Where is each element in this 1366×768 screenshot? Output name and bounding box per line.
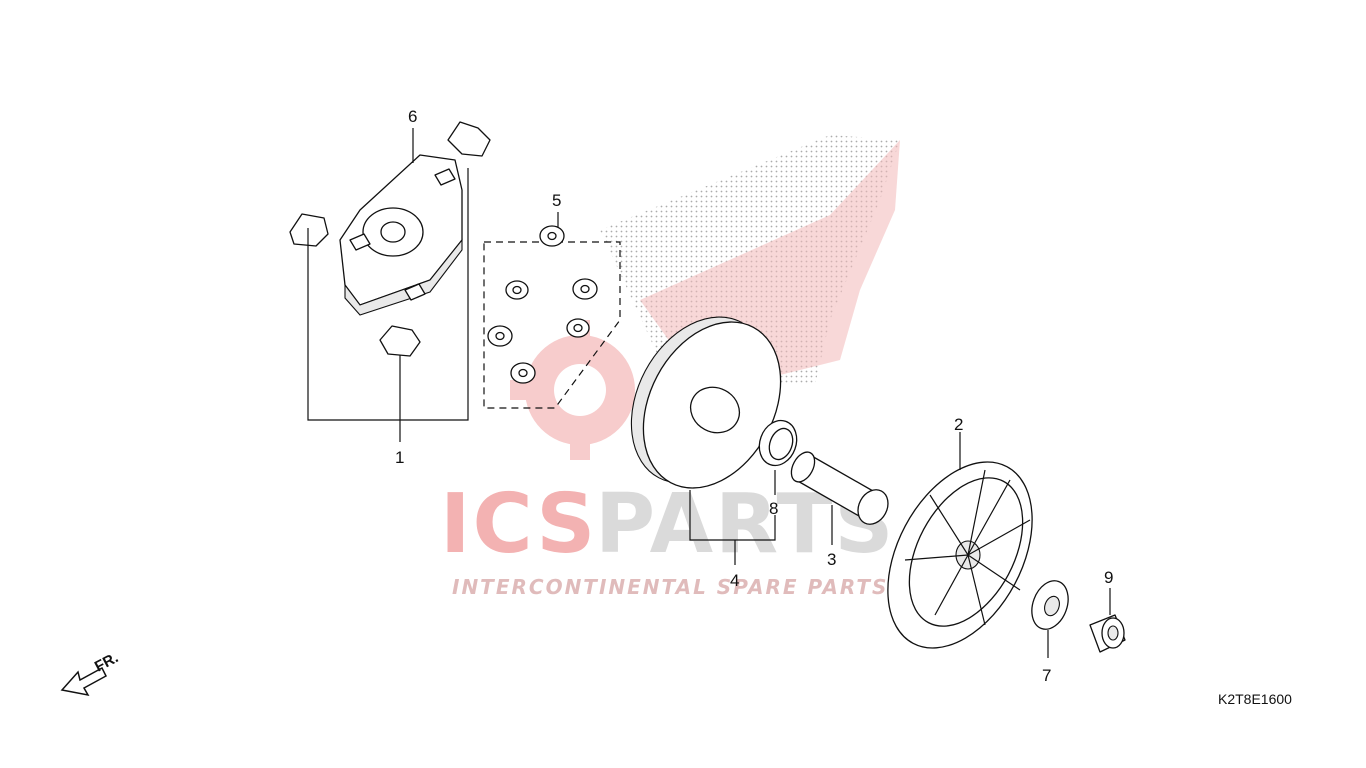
callout-3: 3 [827,550,836,569]
movable-drive-face [630,316,782,489]
callout-bracket-5 [483,241,621,409]
drive-face-fan [887,461,1033,649]
callout-6: 6 [408,107,417,126]
watermark-brand-ics: ICS [440,477,597,572]
watermark-tagline: INTERCONTINENTAL SPARE PARTS [452,575,888,599]
callout-bracket-1 [307,168,469,442]
callout-4: 4 [730,571,739,590]
arrow-icon [60,666,107,697]
washer [1031,580,1069,630]
nut [1089,614,1126,653]
slider-piece [289,121,491,357]
callout-bracket-4 [689,490,776,565]
callout-5: 5 [552,191,561,210]
o-ring [758,419,798,467]
watermark-gear [510,320,635,460]
collar [790,451,889,525]
callout-2: 2 [954,415,963,434]
watermark: ICS PARTS INTERCONTINENTAL SPARE PARTS [440,135,900,599]
callout-8: 8 [769,499,778,518]
callout-9: 9 [1104,568,1113,587]
callout-7: 7 [1042,666,1051,685]
front-direction-arrow: FR. [60,649,121,697]
roller-weights [483,212,621,409]
callout-1: 1 [395,448,404,467]
diagram-code: K2T8E1600 [1218,691,1292,707]
ramp-plate [339,154,463,316]
